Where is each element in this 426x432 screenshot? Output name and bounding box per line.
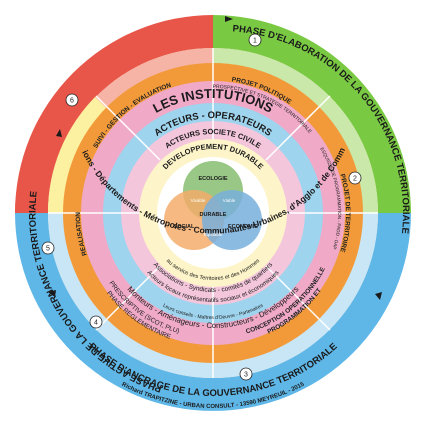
venn-durable-label: DURABLE <box>200 212 227 218</box>
venn-economie <box>202 190 262 250</box>
venn-equitable-label: Equitable <box>204 232 223 237</box>
step2-badge <box>348 171 362 185</box>
arrow-left <box>56 129 62 137</box>
venn-viable-label: Viable <box>223 198 236 203</box>
arrow-right <box>375 292 382 300</box>
step3-badge <box>239 367 253 381</box>
venn-ecologie-label: ECOLOGIE <box>198 176 227 182</box>
arrow-top <box>225 16 233 22</box>
step6-badge <box>65 93 79 107</box>
step4-number: 4 <box>94 320 98 327</box>
venn-social-label: SOCIAL <box>174 224 195 230</box>
venn-vivable-label: Vivable <box>191 198 206 203</box>
spokes <box>48 48 378 378</box>
step1-badge <box>248 33 262 47</box>
step4-badge <box>89 315 103 329</box>
venn-labels: ECOLOGIE SOCIAL ECONOMIE Vivable Viable … <box>174 176 259 237</box>
step1-number: 1 <box>253 38 257 45</box>
arrow-bottom-left <box>48 290 56 297</box>
step5-number: 5 <box>46 246 50 253</box>
step3-number: 3 <box>244 372 248 379</box>
venn-diagram <box>164 161 262 250</box>
step5-badge <box>41 241 55 255</box>
venn-economie-label: ECONOMIE <box>228 224 258 230</box>
step-badges: 1 2 3 4 5 6 <box>41 33 362 381</box>
step2-number: 2 <box>353 176 357 183</box>
step6-number: 6 <box>70 98 74 105</box>
cycle-arrows <box>48 16 382 300</box>
